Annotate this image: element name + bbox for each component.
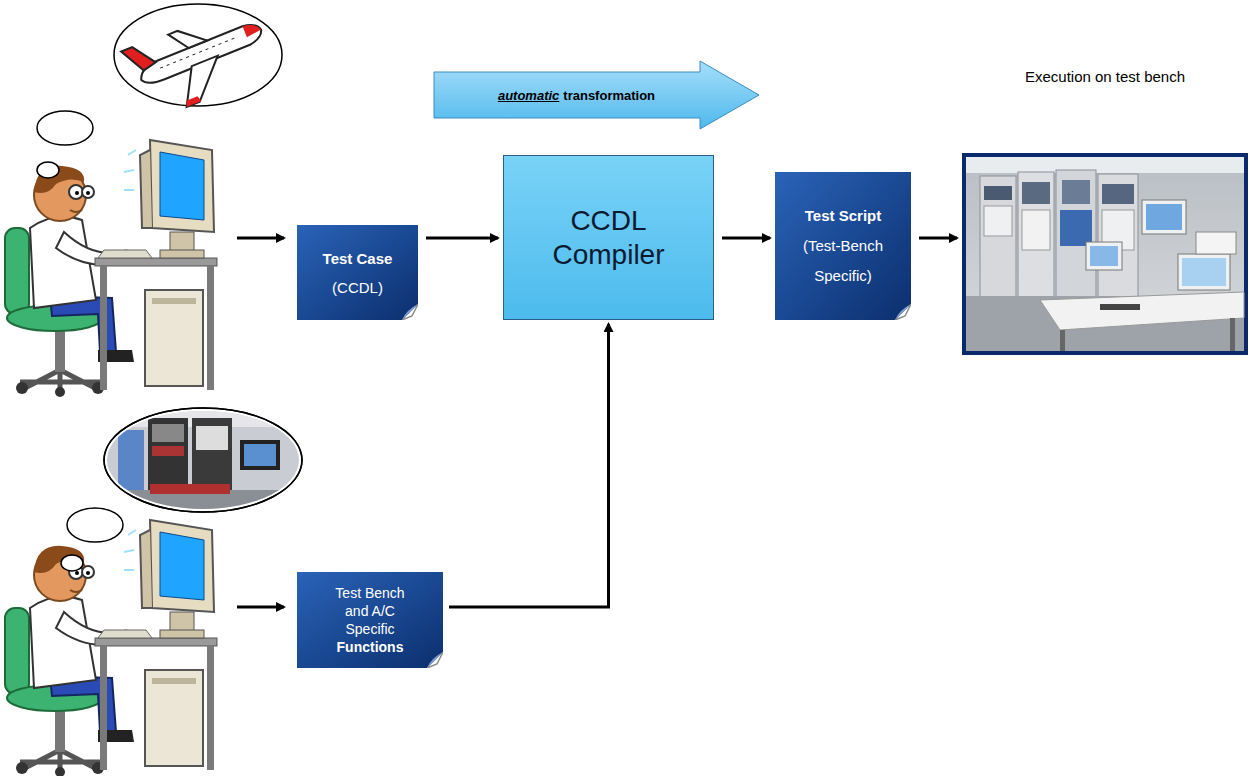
thought-bubble	[37, 111, 93, 145]
box-subtitle: (Test-Bench Specific)	[791, 231, 895, 291]
flow-arrow	[449, 324, 609, 607]
document-box: Test Case (CCDL)	[297, 225, 418, 320]
photo-caption: Execution on test bench	[1025, 68, 1185, 85]
compiler-box: CCDL Compiler	[503, 155, 714, 320]
engineer-figure	[5, 140, 217, 397]
flow-arrow	[722, 237, 770, 240]
thought-bubble	[61, 555, 83, 571]
thought-bubble	[67, 508, 123, 542]
box-title: Functions	[337, 638, 404, 656]
arrow-label: automatic	[498, 88, 559, 103]
engineer-figure	[5, 520, 217, 776]
input-arrow	[237, 237, 284, 240]
box-title: Test Case	[323, 250, 393, 267]
document-shape	[297, 225, 418, 320]
input-arrow	[237, 606, 284, 609]
transformation-arrow: automatic transformation	[433, 60, 760, 130]
box-title: Test Script	[805, 201, 881, 231]
box-title: CCDL Compiler	[539, 204, 679, 272]
document-box: Test Script(Test-Bench Specific)	[775, 172, 911, 320]
test-bench-thumbnail	[100, 405, 310, 520]
arrow-label: transformation	[563, 88, 655, 103]
flow-arrow	[919, 237, 957, 240]
thought-bubble	[104, 408, 302, 512]
box-subtitle: (CCDL)	[332, 279, 383, 296]
box-title: Test Bench and A/C Specific	[322, 584, 418, 638]
airplane-icon	[121, 0, 277, 122]
document-box: Test Bench and A/C SpecificFunctions	[297, 572, 443, 668]
flow-arrow	[426, 237, 498, 240]
thought-bubble	[37, 162, 59, 178]
test-bench-frame: Execution on test bench	[962, 153, 1248, 355]
lab-photo	[962, 153, 1248, 355]
